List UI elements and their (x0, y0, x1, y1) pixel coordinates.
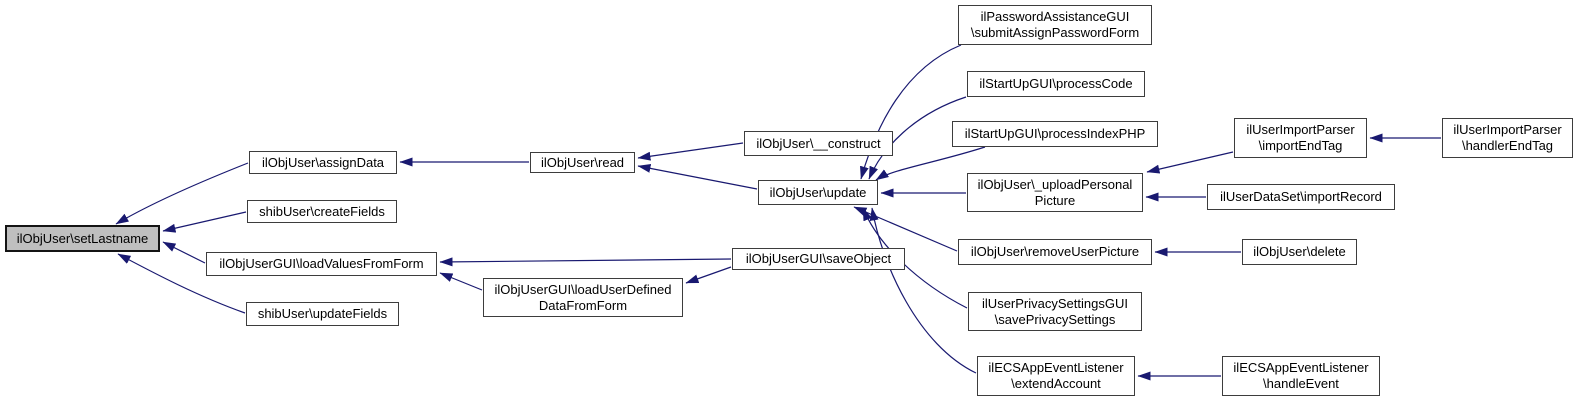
graph-node-upload-personal-picture[interactable]: ilObjUser\_uploadPersonal Picture (967, 173, 1143, 212)
edge-update-to-read (637, 163, 758, 190)
edge-create-fields-to-set-lastname (162, 211, 247, 233)
edge-import-end-tag-to-upload-personal-picture (1146, 151, 1234, 174)
edge-extend-account-to-update (869, 207, 977, 374)
edge-remove-user-picture-to-update (853, 206, 958, 252)
graph-node-assign-data[interactable]: ilObjUser\assignData (249, 151, 397, 174)
edge-process-index-php-to-update (875, 146, 986, 181)
edge-submit-assign-password-form-to-update (860, 44, 962, 180)
edge-update-fields-to-set-lastname (117, 253, 246, 314)
graph-node-delete[interactable]: ilObjUser\delete (1242, 239, 1357, 265)
graph-node-extend-account[interactable]: ilECSAppEventListener \extendAccount (977, 356, 1135, 396)
graph-node-process-code[interactable]: ilStartUpGUI\processCode (967, 71, 1145, 97)
edge-assign-data-to-set-lastname (115, 162, 249, 225)
edge-process-code-to-update (868, 96, 967, 180)
graph-node-handle-event[interactable]: ilECSAppEventListener \handleEvent (1222, 356, 1380, 396)
graph-node-read[interactable]: ilObjUser\read (530, 152, 635, 173)
graph-node-remove-user-picture[interactable]: ilObjUser\removeUserPicture (958, 239, 1152, 265)
graph-node-save-privacy-settings[interactable]: ilUserPrivacySettingsGUI \savePrivacySet… (968, 292, 1142, 331)
edge-save-object-to-load-user-defined-data-from-form (685, 266, 732, 284)
edge-save-object-to-load-values-from-form (439, 257, 732, 267)
graph-node-import-end-tag[interactable]: ilUserImportParser \importEndTag (1234, 118, 1367, 158)
graph-node-load-user-defined-data-from-form[interactable]: ilObjUserGUI\loadUserDefined DataFromFor… (483, 278, 683, 317)
graph-node-import-record[interactable]: ilUserDataSet\importRecord (1207, 184, 1395, 210)
edge-load-values-from-form-to-set-lastname (162, 241, 206, 264)
graph-node-create-fields[interactable]: shibUser\createFields (247, 200, 397, 223)
graph-node-process-index-php[interactable]: ilStartUpGUI\processIndexPHP (952, 121, 1158, 147)
graph-node-update-fields[interactable]: shibUser\updateFields (246, 302, 399, 326)
graph-node-set-lastname: ilObjUser\setLastname (5, 225, 160, 252)
graph-node-submit-assign-password-form[interactable]: ilPasswordAssistanceGUI \submitAssignPas… (958, 5, 1152, 45)
edge-construct-to-read (637, 142, 744, 161)
graph-node-construct[interactable]: ilObjUser\__construct (744, 131, 893, 156)
graph-node-save-object[interactable]: ilObjUserGUI\saveObject (732, 248, 905, 270)
graph-node-load-values-from-form[interactable]: ilObjUserGUI\loadValuesFromForm (206, 252, 437, 276)
graph-node-handler-end-tag[interactable]: ilUserImportParser \handlerEndTag (1442, 118, 1573, 158)
graph-node-update[interactable]: ilObjUser\update (758, 180, 878, 205)
edge-load-user-defined-data-from-form-to-load-values-from-form (439, 272, 483, 291)
